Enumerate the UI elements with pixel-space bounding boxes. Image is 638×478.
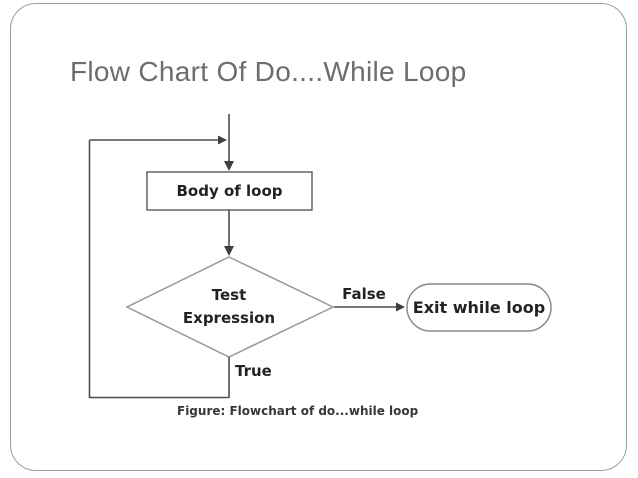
body-to-test-arrowhead-icon	[224, 246, 234, 256]
true-edge-label: True	[235, 362, 272, 380]
figure-caption: Figure: Flowchart of do...while loop	[177, 404, 419, 418]
false-arrowhead-icon	[396, 302, 405, 312]
slide-card	[10, 3, 627, 471]
exit-while-loop-pill	[406, 283, 552, 332]
test-expression-label-line2: Expression	[182, 309, 276, 327]
exit-while-loop-label: Exit while loop	[412, 298, 546, 317]
false-edge-label: False	[342, 285, 386, 303]
entry-arrowhead-icon	[224, 161, 234, 171]
body-of-loop-label: Body of loop	[176, 182, 283, 200]
test-expression-label: Test Expression	[127, 257, 331, 357]
test-expression-label-line1: Test	[211, 286, 247, 304]
loopback-arrowhead-icon	[218, 135, 227, 145]
slide-title: Flow Chart Of Do....While Loop	[70, 56, 467, 87]
